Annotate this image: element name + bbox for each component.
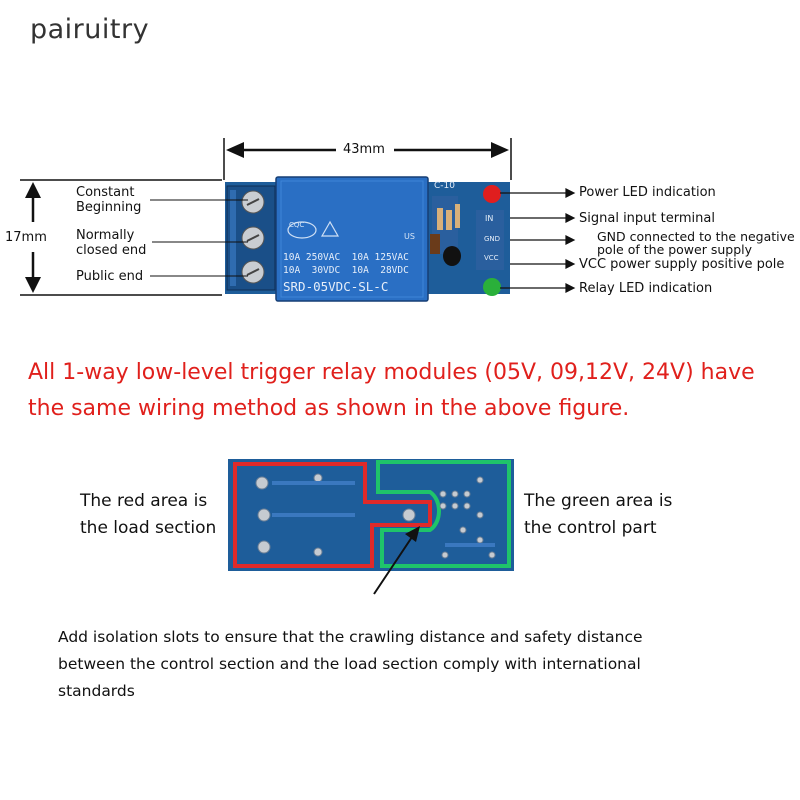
- height-dimension: [20, 179, 222, 296]
- width-dimension: [223, 138, 512, 180]
- relay-us-mark: US: [404, 232, 415, 241]
- label-power-led: Power LED indication: [579, 185, 716, 200]
- label-line: pole of the power supply: [597, 242, 753, 257]
- label-line: closed end: [76, 243, 147, 258]
- terminal-screws: [241, 190, 265, 284]
- headline-line: the same wiring method as shown in the a…: [28, 396, 630, 421]
- red-area-caption: The red area is the load section: [80, 488, 216, 542]
- label-signal-input: Signal input terminal: [579, 211, 715, 226]
- label-constant-beginning: Constant Beginning: [76, 185, 141, 215]
- green-area-caption: The green area is the control part: [524, 488, 672, 542]
- width-label: 43mm: [343, 142, 385, 157]
- caption-line: The green area is: [524, 491, 673, 511]
- height-label: 17mm: [5, 230, 47, 245]
- left-leaders: [150, 199, 248, 277]
- power-led-icon: [483, 185, 501, 203]
- relay-rating-1: 10A 250VAC 10A 125VAC: [283, 252, 409, 263]
- relay-rating-2: 10A 30VDC 10A 28VDC: [283, 265, 409, 276]
- caption-line: the load section: [80, 518, 217, 538]
- label-public-end: Public end: [76, 269, 144, 284]
- label-line: GND connected to the negative: [597, 229, 795, 244]
- headline-line: All 1-way low-level trigger relay module…: [28, 360, 755, 385]
- caption-line: The red area is: [80, 491, 208, 511]
- relay-body: [275, 176, 429, 302]
- label-relay-led: Relay LED indication: [579, 281, 713, 296]
- red-load-area: [233, 462, 432, 568]
- pin-in-label: IN: [485, 214, 494, 223]
- pin-gnd-label: GND: [484, 235, 501, 243]
- brand-logo-text: pairuitry: [30, 14, 150, 45]
- headline-text: All 1-way low-level trigger relay module…: [28, 355, 788, 427]
- green-control-area: [376, 460, 511, 568]
- note-line: Add isolation slots to ensure that the c…: [58, 628, 643, 646]
- pin-vcc-label: VCC: [484, 254, 499, 262]
- label-line: Normally: [76, 228, 135, 243]
- label-line: Constant: [76, 185, 135, 200]
- caption-line: the control part: [524, 518, 657, 538]
- label-normally-closed: Normally closed end: [76, 228, 146, 258]
- board-label: C-10: [434, 181, 455, 191]
- pcb-pads: [255, 473, 496, 559]
- label-gnd: GND connected to the negative pole of th…: [597, 230, 795, 256]
- isolation-note: Add isolation slots to ensure that the c…: [58, 624, 758, 705]
- note-line: standards: [58, 682, 135, 700]
- slot-arrow: [373, 526, 420, 595]
- label-vcc: VCC power supply positive pole: [579, 257, 785, 272]
- right-leaders: [500, 188, 576, 293]
- relay-cqc-mark: CQC: [289, 221, 305, 229]
- label-line: Beginning: [76, 200, 142, 215]
- relay-model: SRD-05VDC-SL-C: [283, 279, 389, 294]
- note-line: between the control section and the load…: [58, 655, 641, 673]
- relay-led-icon: [483, 278, 501, 296]
